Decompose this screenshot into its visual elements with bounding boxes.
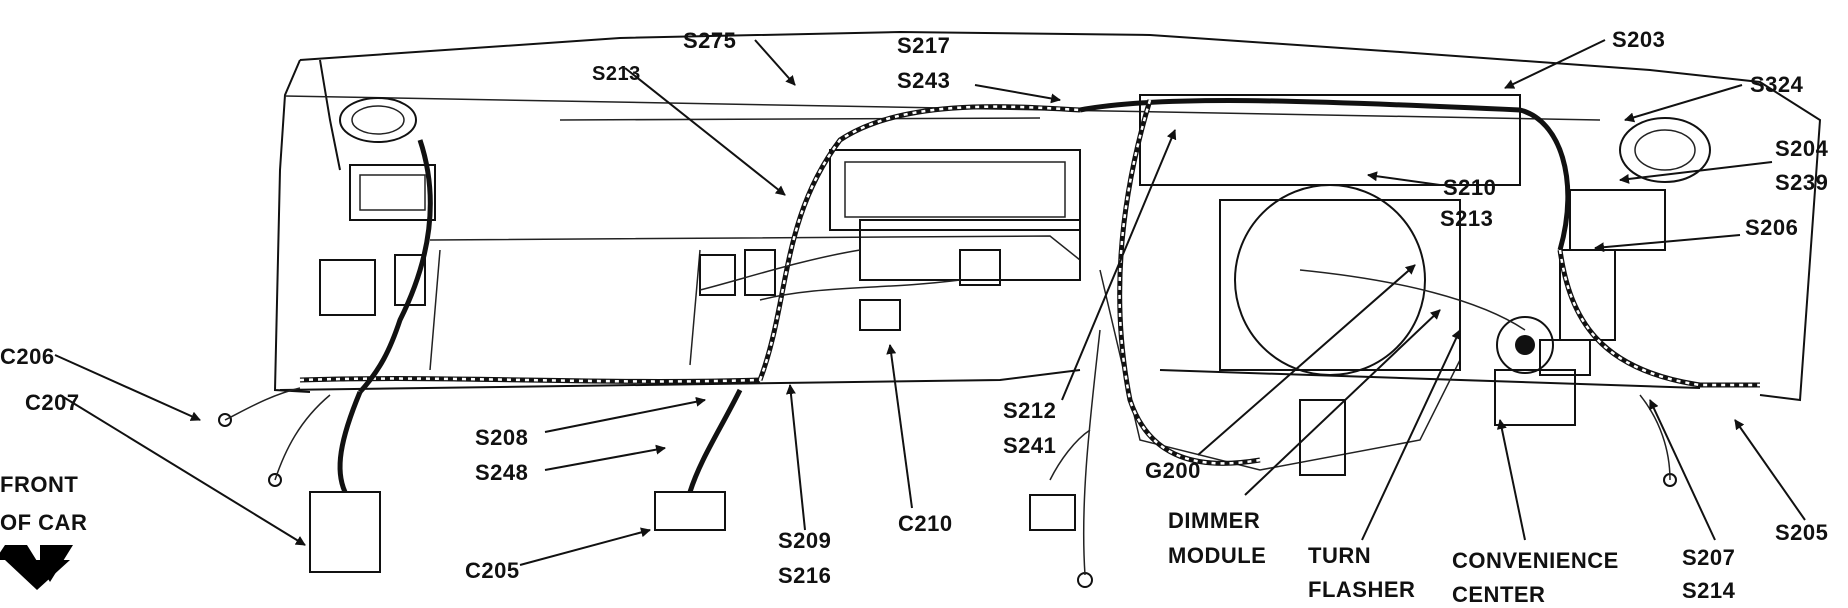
label-s216: S216	[778, 563, 831, 588]
label-dimmer: DIMMER	[1168, 508, 1260, 533]
label-front: FRONT	[0, 472, 78, 497]
label-s213-top: S213	[592, 63, 641, 85]
label-center: CENTER	[1452, 582, 1545, 607]
label-s207: S207	[1682, 545, 1735, 570]
label-flasher: FLASHER	[1308, 577, 1415, 602]
label-s204: S204	[1775, 136, 1829, 161]
arrow-head-icon	[5, 560, 70, 590]
labels: S275 S213 S217 S243 S203 S324 S204 S239 …	[0, 27, 1829, 607]
label-c207: C207	[25, 390, 80, 415]
label-s205: S205	[1775, 520, 1828, 545]
label-convenience: CONVENIENCE	[1452, 548, 1619, 573]
label-s324: S324	[1750, 72, 1804, 97]
label-s203: S203	[1612, 27, 1665, 52]
callout-arrows	[54, 39, 1806, 566]
label-s206: S206	[1745, 215, 1798, 240]
label-s241: S241	[1003, 433, 1056, 458]
label-s208: S208	[475, 425, 528, 450]
label-s210: S210	[1443, 175, 1496, 200]
label-c205: C205	[465, 558, 520, 583]
label-turn: TURN	[1308, 543, 1371, 568]
label-c206: C206	[0, 344, 55, 369]
label-of-car: OF CAR	[0, 510, 87, 535]
label-s243: S243	[897, 68, 950, 93]
label-g200: G200	[1145, 458, 1201, 483]
label-s209: S209	[778, 528, 831, 553]
label-s239: S239	[1775, 170, 1828, 195]
label-c210: C210	[898, 511, 953, 536]
label-s214: S214	[1682, 578, 1736, 603]
label-module: MODULE	[1168, 543, 1266, 568]
label-s212: S212	[1003, 398, 1056, 423]
dashboard-components	[218, 94, 1711, 588]
wiring-harness	[224, 98, 1760, 576]
label-s217: S217	[897, 33, 950, 58]
label-s213: S213	[1440, 206, 1493, 231]
label-s248: S248	[475, 460, 528, 485]
label-s275: S275	[683, 28, 736, 53]
